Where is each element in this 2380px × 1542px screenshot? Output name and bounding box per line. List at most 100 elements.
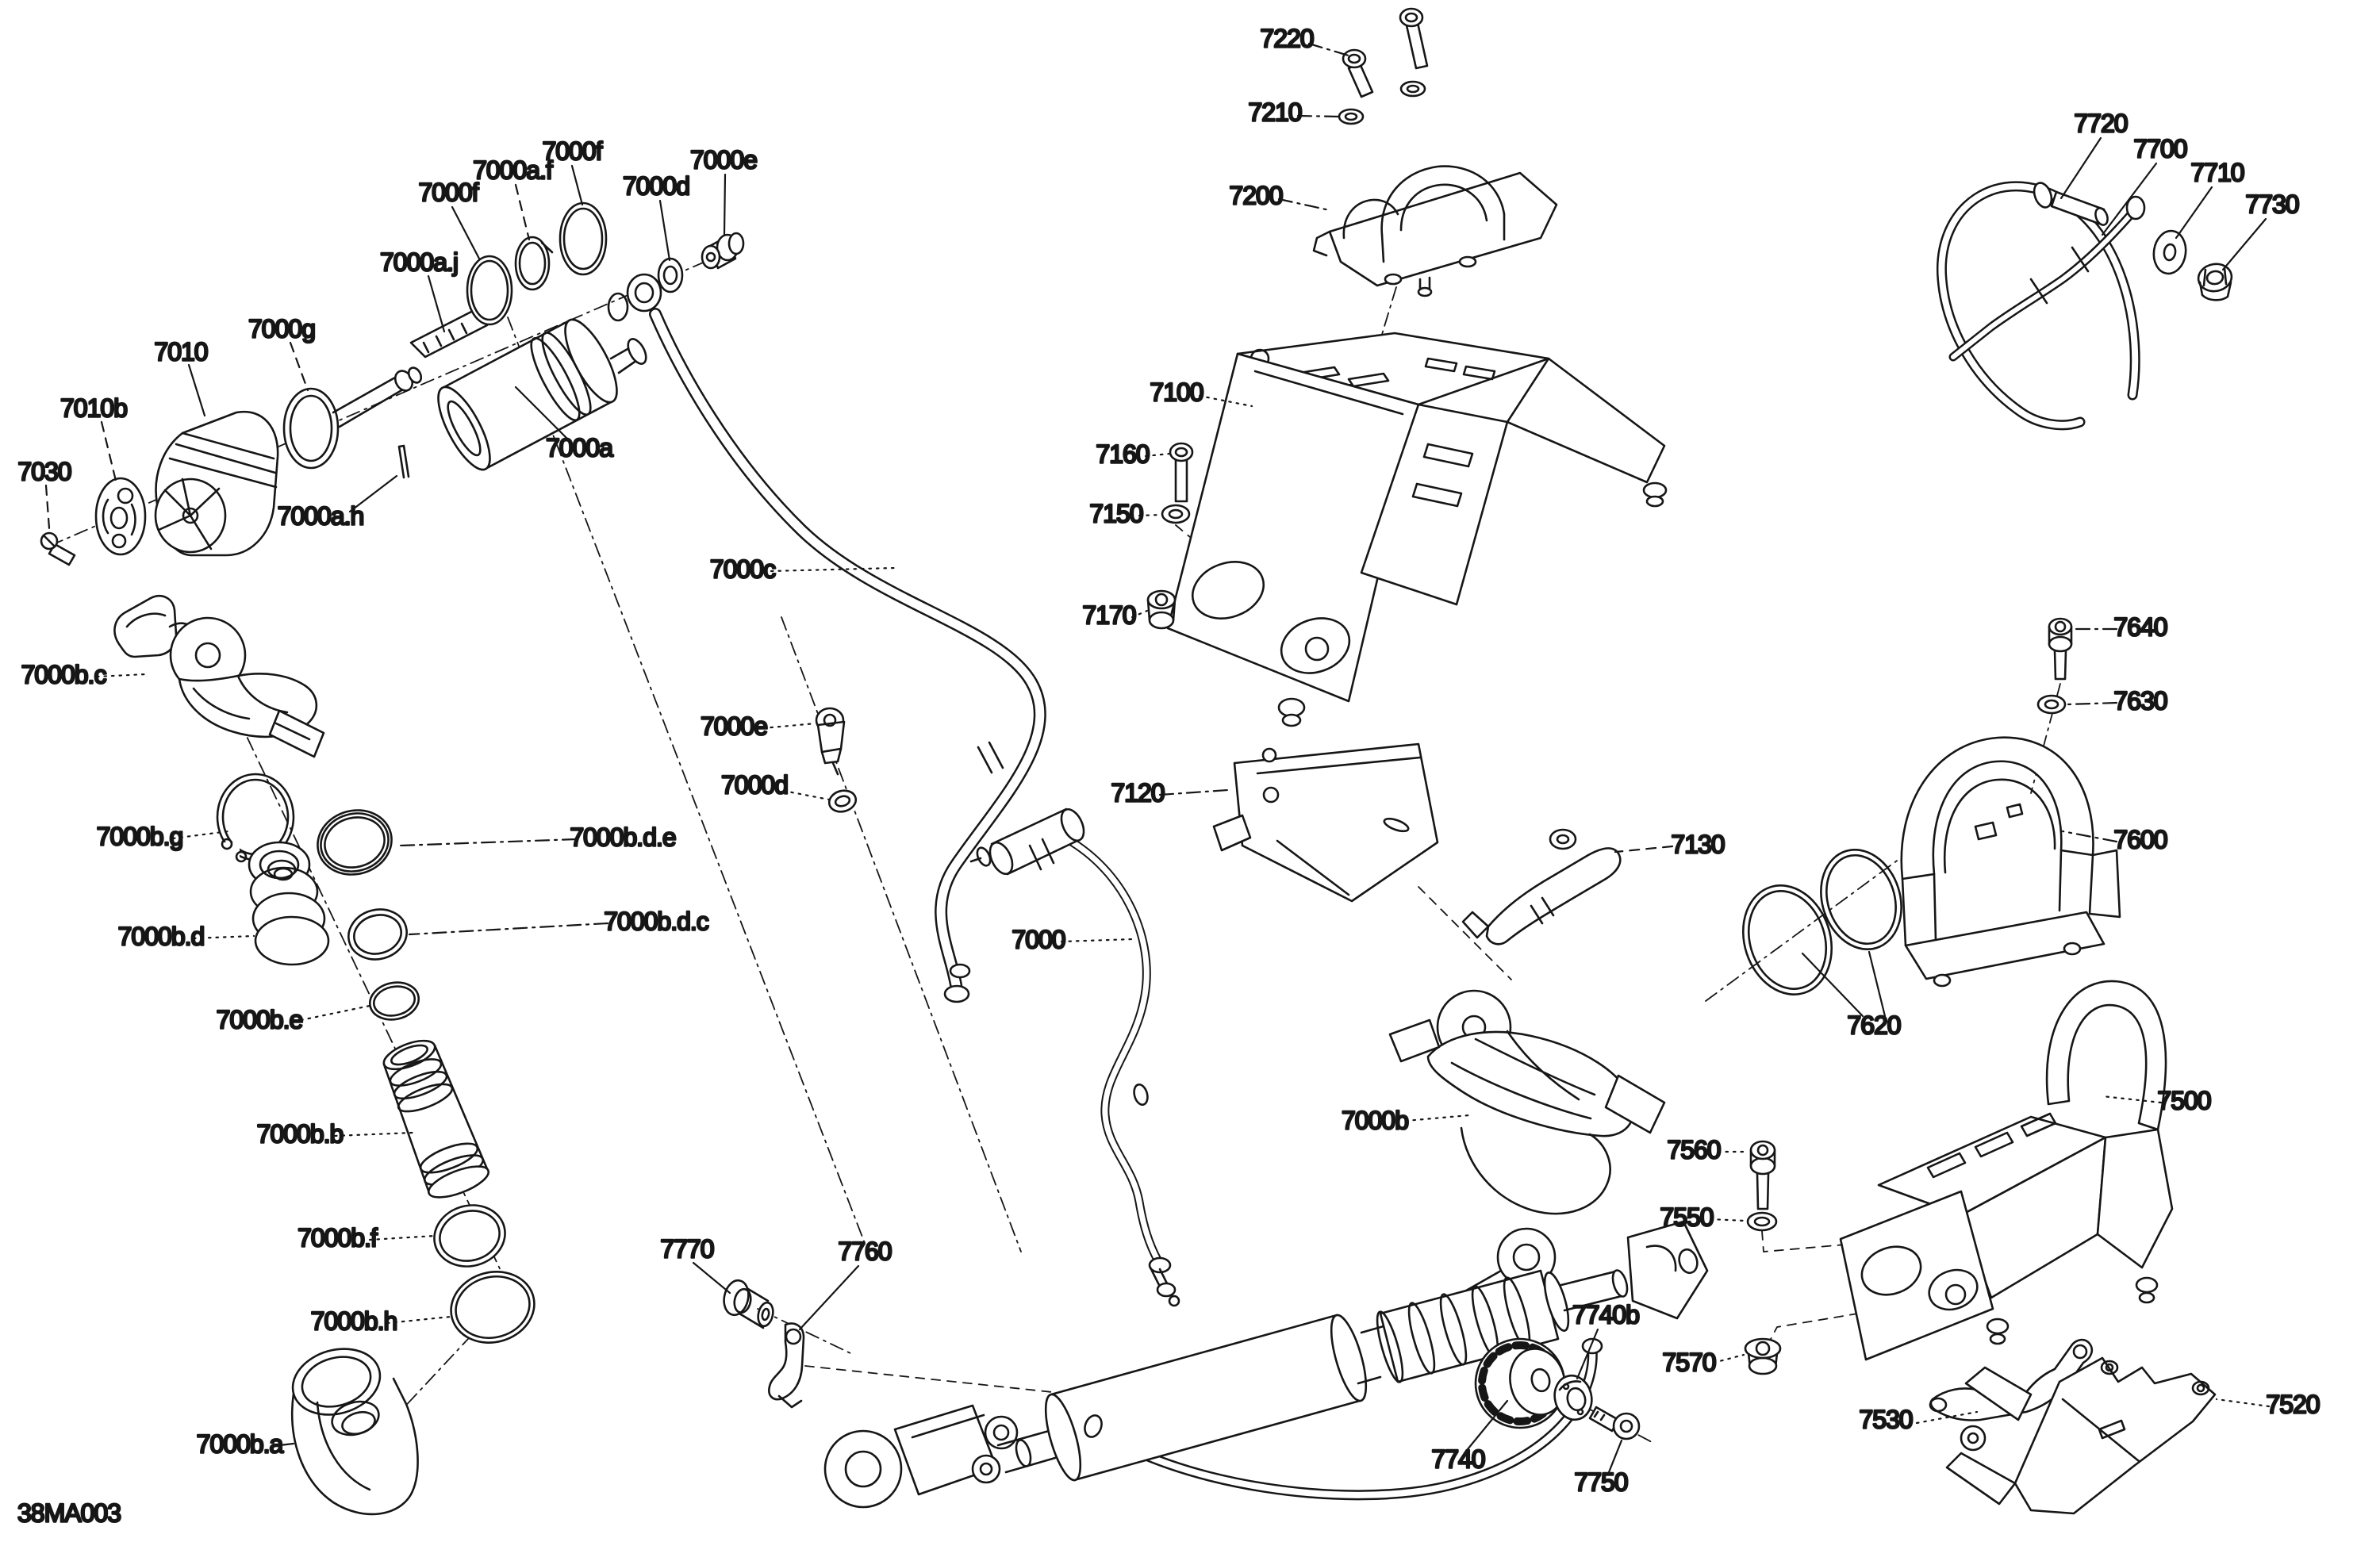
leader-7000c <box>770 566 896 573</box>
part-7000bde-ring <box>317 809 393 876</box>
part-label-7000b.d.c: 7000b.d.c <box>604 907 709 935</box>
leader-7000a.f <box>514 183 531 241</box>
leader-7000 <box>1060 938 1134 943</box>
leader-7000b.d <box>192 934 255 940</box>
leader-7000b.d.e <box>398 838 578 847</box>
part-7000b-pump <box>1388 989 1666 1343</box>
part-7000af-ring <box>514 236 554 291</box>
part-7570-nut <box>1744 1337 1782 1375</box>
part-7220-screws <box>1342 7 1429 98</box>
part-label-7000b.c: 7000b.c <box>21 660 107 689</box>
leader-7000b.c <box>95 673 148 678</box>
leader-7620 <box>1801 952 1864 1018</box>
part-7000bb-cylinder <box>382 1039 489 1199</box>
leader-7770 <box>692 1261 731 1295</box>
part-7000f-ring-right <box>559 201 608 276</box>
part-7500-bracket <box>1839 980 2174 1361</box>
part-label-7000a: 7000a <box>546 433 613 462</box>
leader-7000f <box>451 205 481 260</box>
leader-7530 <box>1915 1410 1979 1425</box>
leader-7520 <box>2215 1398 2271 1408</box>
part-7100-bracket <box>1166 332 1668 727</box>
part-7150-washer <box>1161 504 1191 524</box>
leader-7000b.b <box>333 1131 414 1137</box>
part-7000a-cylinder <box>437 318 647 471</box>
part-label-7600: 7600 <box>2113 825 2167 853</box>
leader-7000b.e <box>292 1004 371 1023</box>
leader-7600 <box>2061 830 2118 843</box>
part-label-7000b.b: 7000b.b <box>257 1119 344 1148</box>
part-7710-washer <box>2152 229 2187 275</box>
part-label-7000b.f: 7000b.f <box>298 1223 378 1252</box>
leader-7710 <box>2175 186 2213 240</box>
leader-7000e <box>762 722 817 730</box>
part-label-7000e: 7000e <box>690 145 757 174</box>
leader-7740b <box>1576 1328 1599 1380</box>
part-label-7710: 7710 <box>2190 158 2244 186</box>
part-7210-washers <box>1338 80 1426 125</box>
leader-7620 <box>1868 950 1887 1018</box>
leader-7740 <box>1466 1399 1509 1451</box>
part-label-7010: 7010 <box>154 337 207 366</box>
part-7720-loop <box>1936 181 2140 431</box>
part-7000bh-ring <box>450 1271 536 1344</box>
leader-7030 <box>44 484 51 530</box>
part-7160-screw <box>1169 442 1194 503</box>
part-label-7750: 7750 <box>1574 1467 1627 1496</box>
leader-7100 <box>1198 394 1253 408</box>
part-7000bd-seal <box>248 841 330 966</box>
leader-7500 <box>2101 1095 2163 1104</box>
part-label-7160: 7160 <box>1096 439 1149 468</box>
part-7640-screw <box>2048 617 2073 681</box>
part-7000d-washer-mid <box>827 789 858 813</box>
part-label-7000b.d.e: 7000b.d.e <box>570 823 676 851</box>
part-7170-nut <box>1146 589 1177 630</box>
part-label-7730: 7730 <box>2245 190 2298 218</box>
part-label-7530: 7530 <box>1859 1405 1912 1433</box>
part-7700-lever <box>1948 195 2146 362</box>
leader-7550 <box>1709 1218 1747 1222</box>
part-damper-body <box>823 1220 1709 1509</box>
part-label-7170: 7170 <box>1082 600 1135 629</box>
leader-7760 <box>798 1264 860 1331</box>
leader-7000b.d.c <box>408 922 609 936</box>
leader-7130 <box>1614 845 1674 853</box>
leader-7720 <box>2059 136 2102 200</box>
part-7620-orings <box>1741 848 1902 995</box>
leader-7010b <box>100 420 117 482</box>
part-7000be-oring <box>369 981 420 1021</box>
leader-7120 <box>1158 788 1230 796</box>
leader-7000b <box>1404 1114 1471 1122</box>
part-label-7720: 7720 <box>2074 109 2127 137</box>
part-label-7640: 7640 <box>2113 612 2167 641</box>
leader-7000a <box>514 386 571 443</box>
leader-7000d <box>658 199 671 262</box>
part-label-7000d: 7000d <box>623 171 689 200</box>
part-label-7000: 7000 <box>1012 925 1065 953</box>
part-7000bc-pump <box>113 594 325 758</box>
leader-7000e <box>723 173 727 236</box>
part-label-7150: 7150 <box>1089 499 1142 527</box>
leader-7630 <box>2066 701 2118 706</box>
part-label-7520: 7520 <box>2266 1390 2319 1418</box>
part-label-7770: 7770 <box>660 1234 713 1263</box>
part-7000bdc-ring <box>347 908 408 961</box>
part-7000c-hose <box>649 308 1046 1003</box>
part-7000bf-ring <box>433 1204 506 1268</box>
part-7740-knob <box>1474 1337 1566 1429</box>
part-7600-clamp <box>1900 736 2121 988</box>
leader-7150 <box>1138 513 1162 517</box>
leader-7000f <box>570 164 584 206</box>
part-7000a-shaft <box>332 366 423 428</box>
part-7760-clip <box>768 1322 805 1409</box>
part-7000d-washer-top <box>657 257 684 293</box>
part-label-7000c: 7000c <box>710 554 776 583</box>
part-7000-sensor-cable <box>969 807 1180 1307</box>
part-7630-washer <box>2036 694 2067 715</box>
diagram-code: 38MA003 <box>17 1498 121 1527</box>
part-label-7210: 7210 <box>1248 98 1301 126</box>
part-label-7100: 7100 <box>1150 378 1203 406</box>
leader-7000b.h <box>386 1315 452 1325</box>
leader-7750 <box>1607 1439 1623 1474</box>
part-label-7700: 7700 <box>2133 134 2186 163</box>
